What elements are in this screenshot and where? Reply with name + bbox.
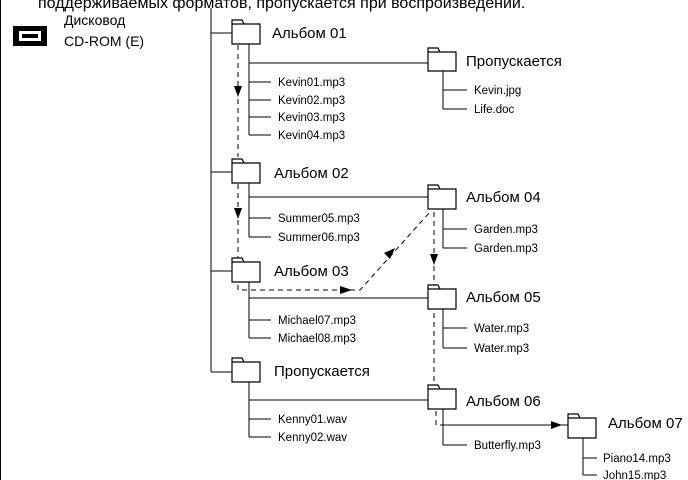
file-label: Kevin.jpg [474, 85, 521, 97]
file-label: Michael08.mp3 [278, 333, 356, 345]
folder-icon [231, 158, 261, 184]
file-label: Piano14.mp3 [603, 453, 671, 465]
folder-label: Альбом 01 [272, 25, 347, 42]
folder-album-02[interactable]: Альбом 02 [231, 158, 349, 184]
file-label: Summer05.mp3 [278, 213, 360, 225]
file-label: Water.mp3 [474, 343, 529, 355]
file-label: Michael07.mp3 [278, 315, 356, 327]
folder-icon [427, 47, 457, 72]
drive-label-line2: CD-ROM (E) [64, 33, 144, 49]
folder-label: Пропускается [466, 53, 562, 70]
file-label: Butterfly.mp3 [474, 440, 541, 452]
folder-skipped-2[interactable]: Пропускается [231, 357, 370, 383]
folder-album-03[interactable]: Альбом 03 [231, 257, 349, 283]
folder-icon [427, 384, 457, 410]
file-label: Kevin04.mp3 [278, 130, 345, 142]
folder-icon [231, 19, 261, 45]
file-label: Kevin02.mp3 [278, 95, 345, 107]
folder-label: Альбом 05 [466, 289, 541, 306]
folder-album-04[interactable]: Альбом 04 [427, 184, 541, 210]
folder-album-06[interactable]: Альбом 06 [427, 384, 541, 410]
folder-icon [427, 284, 457, 310]
header-text: поддерживаемых форматов, пропускается пр… [38, 0, 525, 12]
file-label: Garden.mp3 [474, 224, 538, 236]
folder-icon [231, 257, 261, 283]
folder-label: Альбом 06 [466, 393, 541, 410]
folder-label: Пропускается [274, 363, 370, 380]
file-label: Kenny01.wav [278, 414, 347, 426]
folder-album-07[interactable]: Альбом 07 [567, 413, 683, 439]
file-label: Water.mp3 [474, 323, 529, 335]
folder-album-05[interactable]: Альбом 05 [427, 284, 541, 310]
folder-label: Альбом 04 [466, 189, 541, 206]
folder-icon [427, 184, 457, 210]
playback-order-path [234, 45, 562, 429]
folder-label: Альбом 02 [274, 165, 349, 182]
file-label: Kevin01.mp3 [278, 77, 345, 89]
folder-label: Альбом 03 [274, 263, 349, 280]
folder-icon [231, 357, 261, 383]
drive-label-line1: Дисковод [64, 12, 125, 28]
cd-drive-icon [13, 26, 47, 46]
file-label: Life.doc [474, 104, 515, 116]
folder-skipped-1[interactable]: Пропускается [427, 47, 562, 72]
file-label: Garden.mp3 [474, 243, 538, 255]
folder-icon [567, 413, 597, 439]
folder-album-01[interactable]: Альбом 01 [231, 19, 347, 45]
file-label: Kevin03.mp3 [278, 112, 345, 124]
file-label: John15.mp3 [603, 470, 666, 480]
file-label: Summer06.mp3 [278, 232, 360, 244]
folder-label: Альбом 07 [608, 415, 683, 432]
file-label: Kenny02.wav [278, 432, 347, 444]
